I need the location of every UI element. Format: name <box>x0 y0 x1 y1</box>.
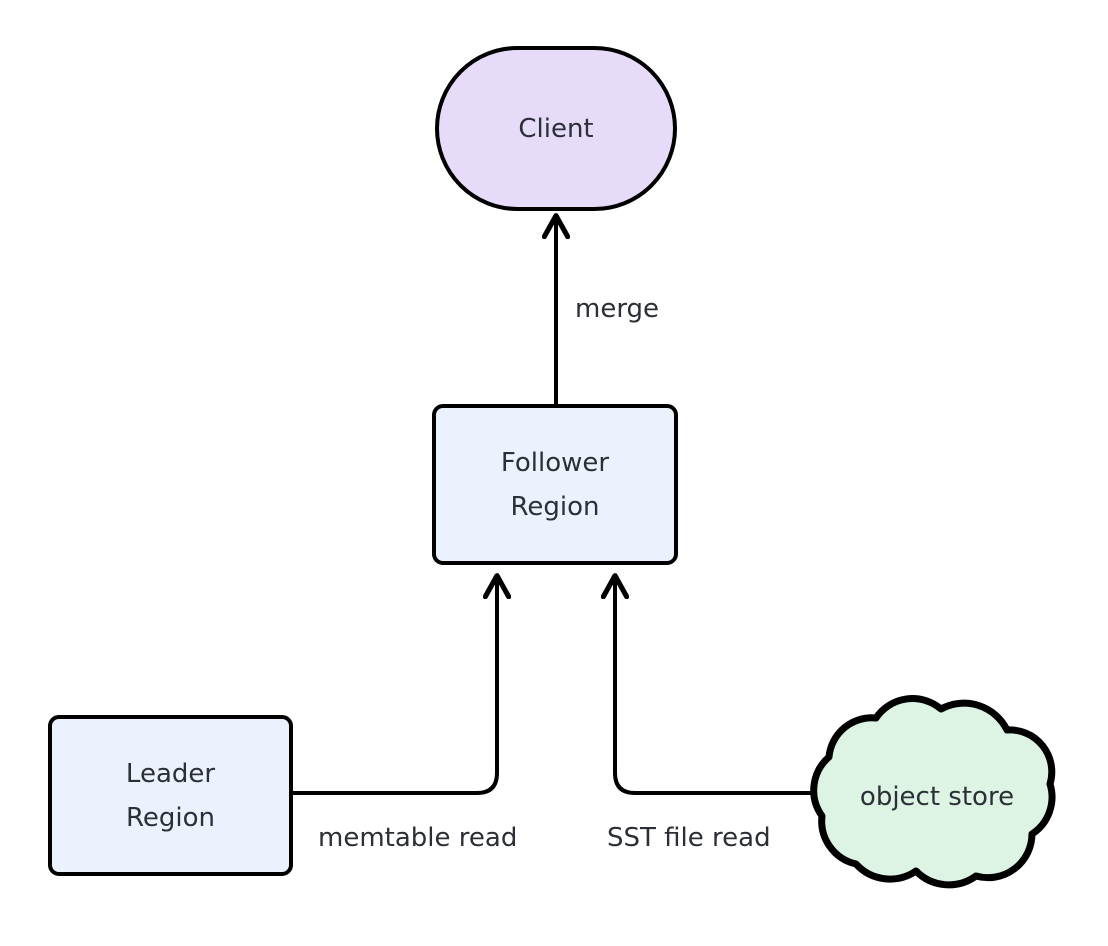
edge-leader-to-follower <box>291 578 497 795</box>
edge-objectstore-to-follower <box>615 578 818 795</box>
node-leader-region-hitbox[interactable] <box>50 717 291 874</box>
node-follower-region[interactable] <box>432 404 678 565</box>
node-follower-region-hitbox[interactable] <box>434 406 676 563</box>
node-object-store-hitbox[interactable] <box>818 702 1056 884</box>
node-object-store[interactable] <box>810 695 1056 889</box>
node-leader-region[interactable] <box>48 715 293 876</box>
node-client-hitbox[interactable] <box>437 48 675 209</box>
node-client[interactable] <box>435 46 677 211</box>
